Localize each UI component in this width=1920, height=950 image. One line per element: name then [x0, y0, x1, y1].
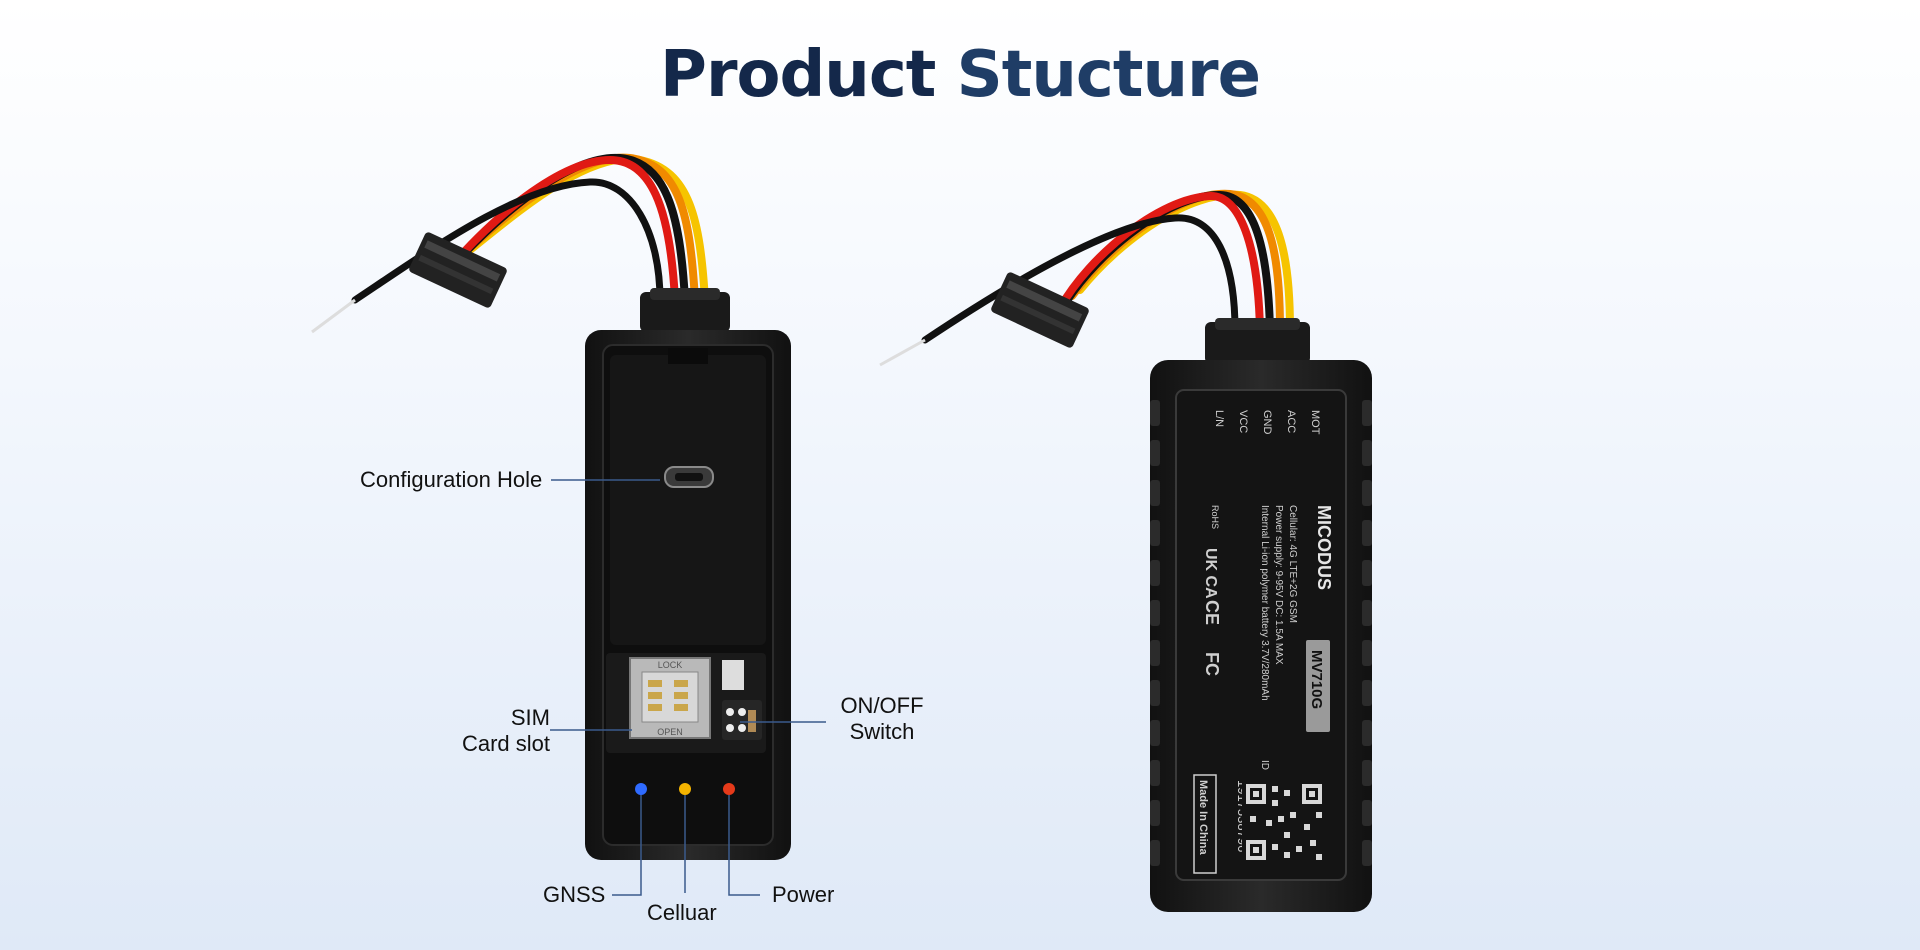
back-gland-cap: [1215, 318, 1300, 330]
id-label: ID: [1259, 760, 1270, 770]
pin-label-mot: MOT: [1309, 410, 1321, 435]
made-in-label: Made In China: [1197, 780, 1209, 855]
front-cable-gland: [640, 292, 730, 332]
back-label: MOT ACC GND VCC L/N MICODUS MV710G Cellu…: [1193, 410, 1334, 874]
sim-lock-text: LOCK: [658, 660, 683, 670]
sim-open-text: OPEN: [657, 727, 683, 737]
front-gland-cap: [650, 288, 720, 300]
status-leds: [635, 783, 735, 795]
pin-label-gnd: GND: [1261, 410, 1273, 435]
label-power: Power: [772, 882, 835, 907]
label-sim-card-slot: SIM Card slot: [452, 705, 550, 757]
pin-label-acc: ACC: [1285, 410, 1297, 433]
label-gnss: GNSS: [543, 882, 606, 907]
fc-mark: FC: [1202, 652, 1222, 676]
back-cable-gland: [1205, 322, 1310, 364]
label-sim-line-1: SIM: [510, 705, 550, 730]
micro-usb-port: [664, 466, 714, 488]
spec-cellular: Cellular: 4G LTE+2G GSM: [1287, 505, 1298, 623]
spec-battery: Internal Li-ion polymer battery 3.7V/280…: [1259, 505, 1270, 701]
title-part-1: Product: [660, 38, 936, 112]
front-connector: [409, 232, 507, 308]
front-cable-bundle: [351, 153, 709, 304]
spec-power: Power supply: 9-95V DC: 1.5A MAX: [1273, 505, 1284, 665]
back-cable-bundle: [921, 189, 1294, 344]
led-gnss: [635, 783, 647, 795]
ukca-mark: UK CA: [1202, 548, 1219, 599]
led-power: [723, 783, 735, 795]
label-switch-line-1: ON/OFF: [840, 693, 924, 718]
label-on-off-switch: ON/OFF Switch: [832, 693, 932, 745]
back-wire-tip: [879, 338, 926, 367]
ce-mark: CE: [1202, 600, 1222, 625]
label-sim-line-2: Card slot: [461, 731, 550, 756]
title-part-2: Stucture: [956, 38, 1261, 112]
rohs-mark: RoHS: [1210, 505, 1220, 529]
led-cellular: [679, 783, 691, 795]
device-front: [585, 330, 791, 860]
brand-logo: MICODUS: [1314, 505, 1334, 590]
pin-label-vcc: VCC: [1237, 410, 1249, 433]
label-switch-line-2: Switch: [849, 719, 915, 744]
model-number: MV710G: [1308, 650, 1325, 709]
label-cellular: Celluar: [647, 900, 717, 925]
page-title: Product Stucture: [0, 38, 1920, 112]
on-off-switch: [722, 660, 762, 740]
back-connector: [991, 272, 1089, 348]
front-wire-tip: [311, 298, 356, 334]
label-configuration-hole: Configuration Hole: [360, 467, 543, 492]
device-back: [1150, 360, 1372, 912]
pin-label-ln: L/N: [1213, 410, 1225, 427]
leader-lines: [550, 479, 826, 896]
qr-code: [1242, 780, 1326, 864]
